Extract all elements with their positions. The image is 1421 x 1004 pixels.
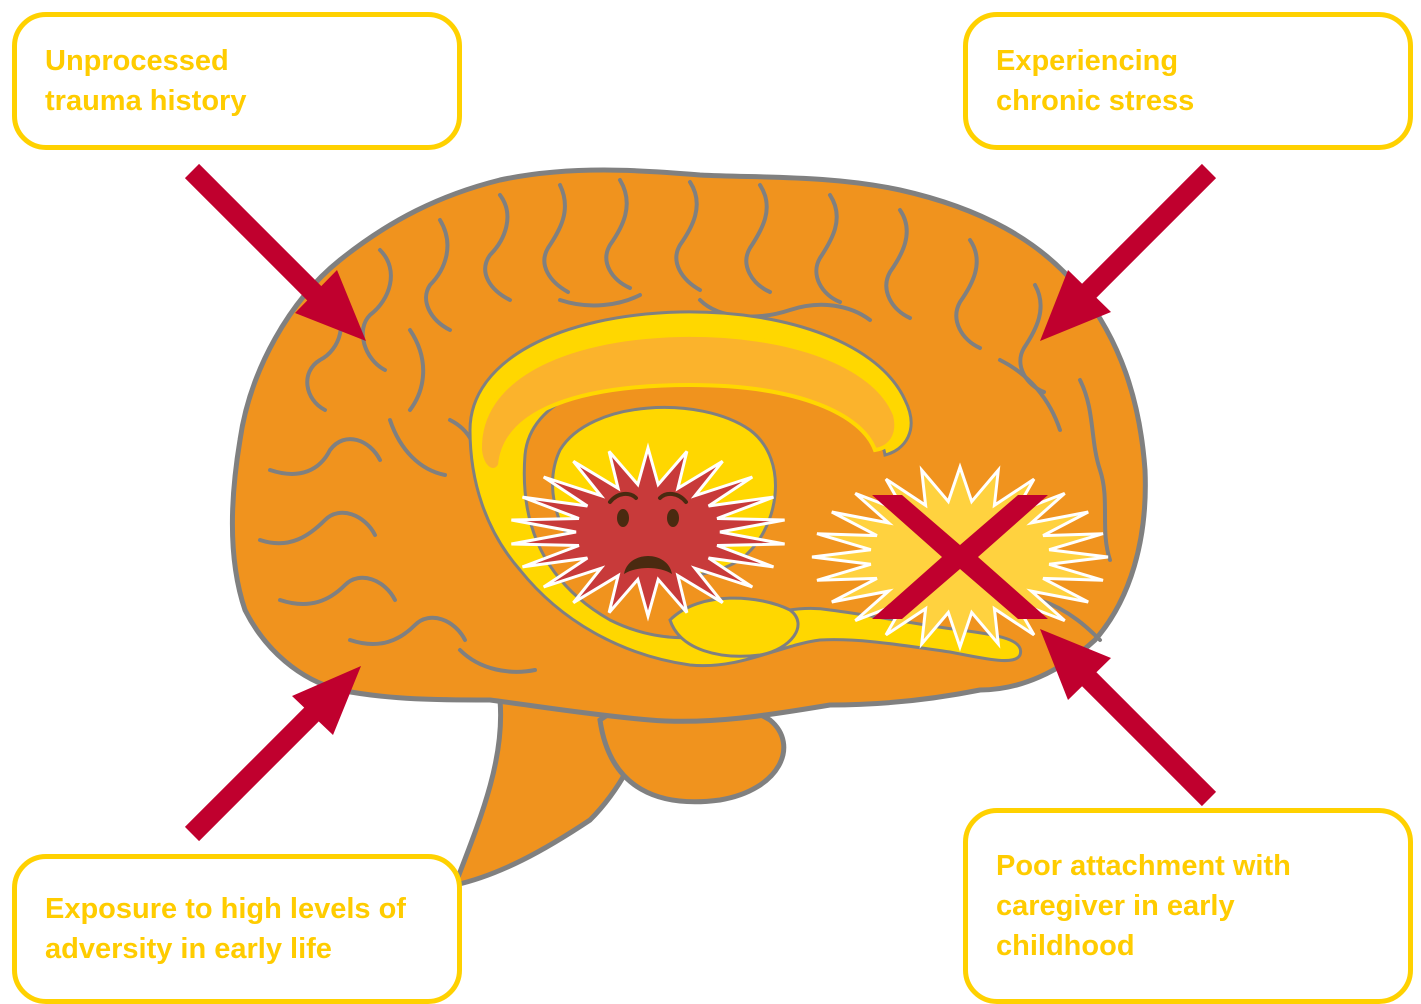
brain-illustration — [232, 170, 1145, 885]
cause-text-line: Poor attachment with — [996, 846, 1380, 886]
red-arrow-icon — [1040, 171, 1209, 341]
cause-box-stress: Experiencing chronic stress — [963, 12, 1413, 150]
cause-text-line: chronic stress — [996, 81, 1380, 121]
cause-text-line: childhood — [996, 926, 1380, 966]
red-arrow-icon — [192, 666, 361, 834]
red-arrow-icon — [192, 171, 366, 341]
cause-text-line: adversity in early life — [45, 929, 429, 969]
eye-right — [667, 509, 679, 527]
cause-text-line: trauma history — [45, 81, 429, 121]
eye-left — [617, 509, 629, 527]
crossed-out-starburst-icon — [812, 467, 1108, 647]
cause-text-line: caregiver in early — [996, 886, 1380, 926]
cause-box-trauma: Unprocessed trauma history — [12, 12, 462, 150]
cause-text-line: Experiencing — [996, 41, 1380, 81]
cause-text-line: Unprocessed — [45, 41, 429, 81]
cause-box-attachment: Poor attachment with caregiver in early … — [963, 808, 1413, 1004]
red-arrow-icon — [1040, 629, 1209, 799]
cause-text-line: Exposure to high levels of — [45, 889, 429, 929]
cause-box-adversity: Exposure to high levels of adversity in … — [12, 854, 462, 1004]
